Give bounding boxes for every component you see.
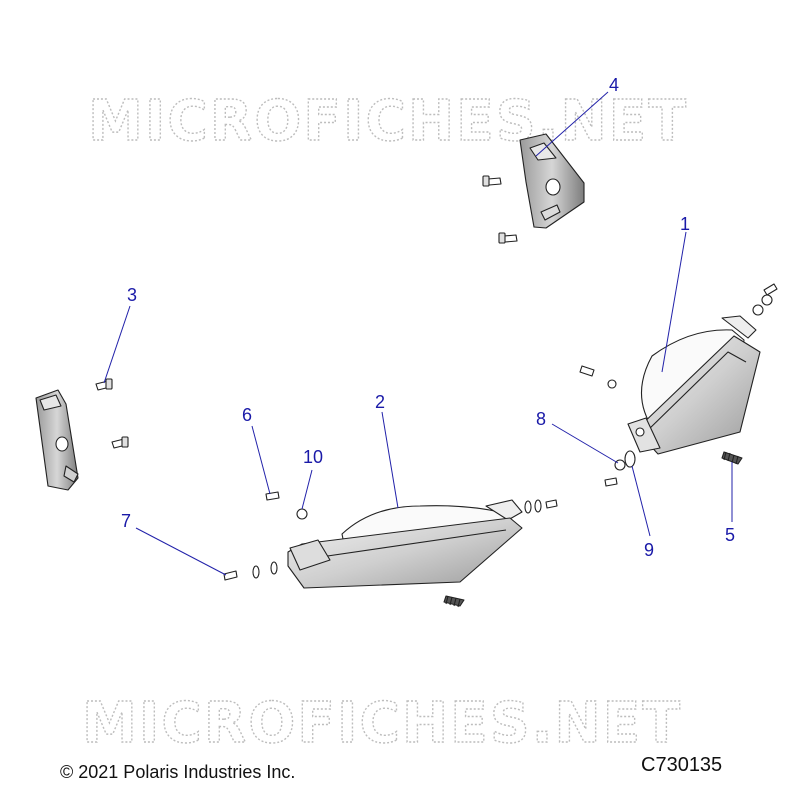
adjuster-spring-left [443, 595, 465, 608]
leader-6 [251, 425, 271, 495]
leader-10 [301, 469, 313, 510]
callout-2: 2 [375, 392, 385, 412]
washer-part-8 [614, 459, 626, 471]
washer-part-9 [624, 450, 636, 468]
bolt-bracket-upper [482, 175, 502, 187]
callout-10: 10 [303, 447, 323, 467]
callout-1: 1 [680, 214, 690, 234]
leader-7 [135, 527, 227, 576]
callout-7: 7 [121, 511, 131, 531]
screw-headlight-right-mid [579, 365, 617, 389]
bracket-left [35, 389, 79, 491]
watermark-bottom: MICROFICHES.NET [82, 691, 682, 756]
leader-2 [381, 411, 399, 509]
watermark-top: MICROFICHES.NET [88, 89, 688, 154]
screw-headlight-left-right [524, 499, 558, 514]
bolt-bracket-lower [498, 232, 518, 244]
screw-headlight-right-top [752, 283, 778, 316]
screw-part-6 [265, 491, 280, 501]
leader-1 [661, 231, 687, 373]
callout-6: 6 [242, 405, 252, 425]
callout-4: 4 [609, 75, 619, 95]
callout-3: 3 [127, 285, 137, 305]
leader-lines [103, 91, 733, 576]
screw-headlight-left-left [223, 561, 278, 581]
bolt-left-lower [111, 436, 129, 449]
headlight-right [627, 315, 761, 455]
drawing-number: C730135 [641, 754, 723, 776]
leader-8 [551, 423, 619, 464]
leader-4 [535, 91, 609, 157]
leader-9 [631, 465, 651, 537]
screw-part-9-small [604, 477, 618, 487]
callout-5: 5 [725, 525, 735, 545]
callout-8: 8 [536, 409, 546, 429]
callout-9: 9 [644, 540, 654, 560]
headlight-left [287, 499, 523, 589]
leader-3 [103, 305, 131, 384]
washer-part-10 [296, 508, 308, 520]
adjuster-spring-right [721, 451, 743, 465]
callout-labels: 1 2 3 4 5 6 7 8 9 10 [121, 75, 735, 560]
bolt-left-upper [95, 378, 113, 391]
copyright-notice: © 2021 Polaris Industries Inc. [60, 762, 296, 782]
